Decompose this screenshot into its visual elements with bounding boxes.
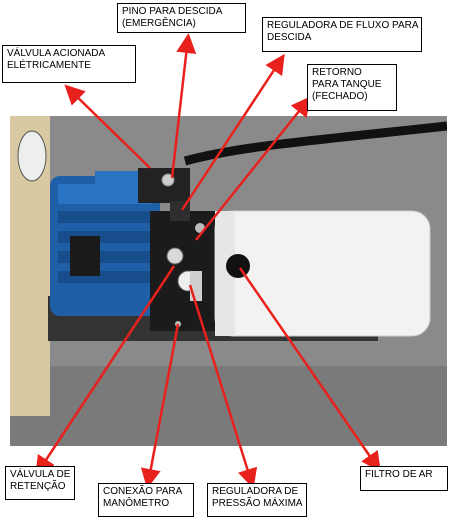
solenoid-valve	[138, 168, 190, 203]
label-pino: PINO PARA DESCIDA (EMERGÊNCIA)	[117, 3, 246, 33]
label-retorno: RETORNO PARA TANQUE (FECHADO)	[307, 64, 397, 111]
label-reguladora-fluxo: REGULADORA DE FLUXO PARA DESCIDA	[262, 17, 422, 52]
arrow-valvula-eletrica	[64, 84, 151, 169]
label-conexao-manometro: CONEXÃO PARA MANÔMETRO	[98, 483, 194, 517]
label-filtro: FILTRO DE AR	[360, 466, 448, 491]
hydraulic-unit-illustration	[10, 116, 447, 446]
hydraulic-unit-photo	[10, 116, 447, 446]
arrow-pino	[170, 33, 197, 179]
label-valvula-eletrica: VÁLVULA ACIONADA ELÉTRICAMENTE	[2, 45, 136, 83]
label-valvula-retencao: VÁLVULA DE RETENÇÃO	[5, 466, 75, 500]
arrow-filtro	[238, 267, 381, 473]
arrow-retorno	[195, 96, 312, 241]
arrow-reguladora-fluxo	[180, 53, 285, 211]
label-reguladora-pressao: REGULADORA DE PRESSÃO MÁXIMA	[207, 483, 307, 517]
arrow-conexao-manometro	[140, 323, 180, 489]
arrow-reguladora-pressao	[188, 284, 258, 489]
arrow-valvula-retencao	[35, 265, 176, 477]
hose	[183, 121, 447, 166]
